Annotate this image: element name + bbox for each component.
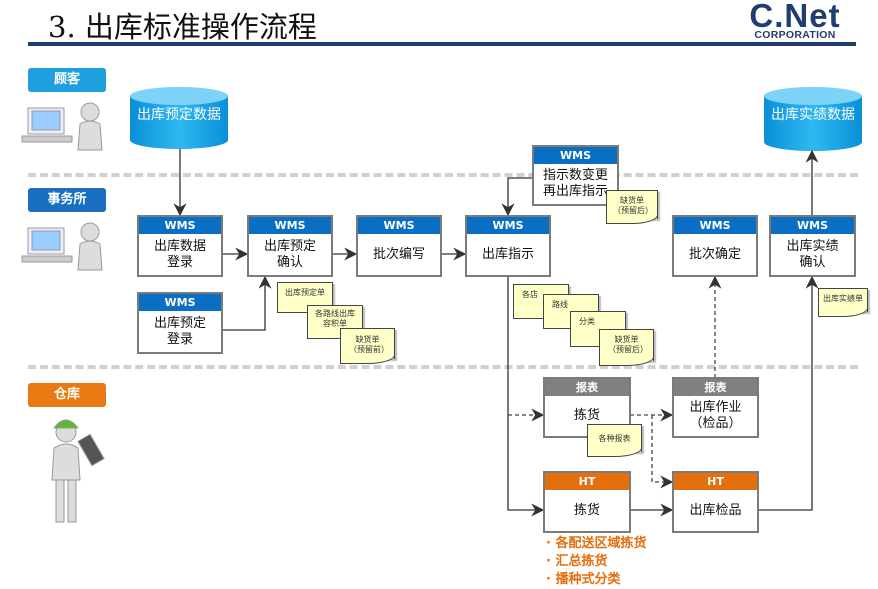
database-icon <box>130 87 228 149</box>
database-planned-label: 出库预定数据 <box>137 107 221 123</box>
doc-plan-sheet: 出库预定单 <box>277 282 333 313</box>
doc-short-before: 缺货单（预留前） <box>340 328 395 364</box>
lane-divider <box>28 173 858 177</box>
warehouse-worker-icon <box>51 419 105 523</box>
doc-short-after: 缺货单（预留后） <box>599 329 654 366</box>
list-item: · 播种式分类 <box>546 572 621 587</box>
database-actual-label: 出库实绩数据 <box>771 107 855 123</box>
lane-label-customer: 顾客 <box>28 68 106 92</box>
list-item: · 汇总拣货 <box>546 554 608 569</box>
office-worker-icon <box>21 102 103 151</box>
office-worker-icon <box>21 222 103 271</box>
list-item: · 各配送区域拣货 <box>546 536 647 551</box>
step-inspect-report[interactable]: 报表出库作业（检品） <box>672 377 759 438</box>
page-title: 3. 出库标准操作流程 <box>48 10 317 44</box>
title-divider <box>28 42 856 46</box>
lane-label-office: 事务所 <box>28 188 106 212</box>
lane-label-warehouse: 仓库 <box>28 383 106 407</box>
doc-reports: 各种报表 <box>587 424 642 457</box>
doc-short-after-top: 缺货单（预留后） <box>606 190 658 224</box>
lane-divider <box>28 365 858 369</box>
doc-category: 分类 <box>570 311 626 347</box>
database-icon <box>764 87 862 151</box>
doc-actual-sheet: 出库实绩单 <box>818 288 868 317</box>
picking-methods-list: · 各配送区域拣货 · 汇总拣货 · 播种式分类 <box>546 535 646 589</box>
